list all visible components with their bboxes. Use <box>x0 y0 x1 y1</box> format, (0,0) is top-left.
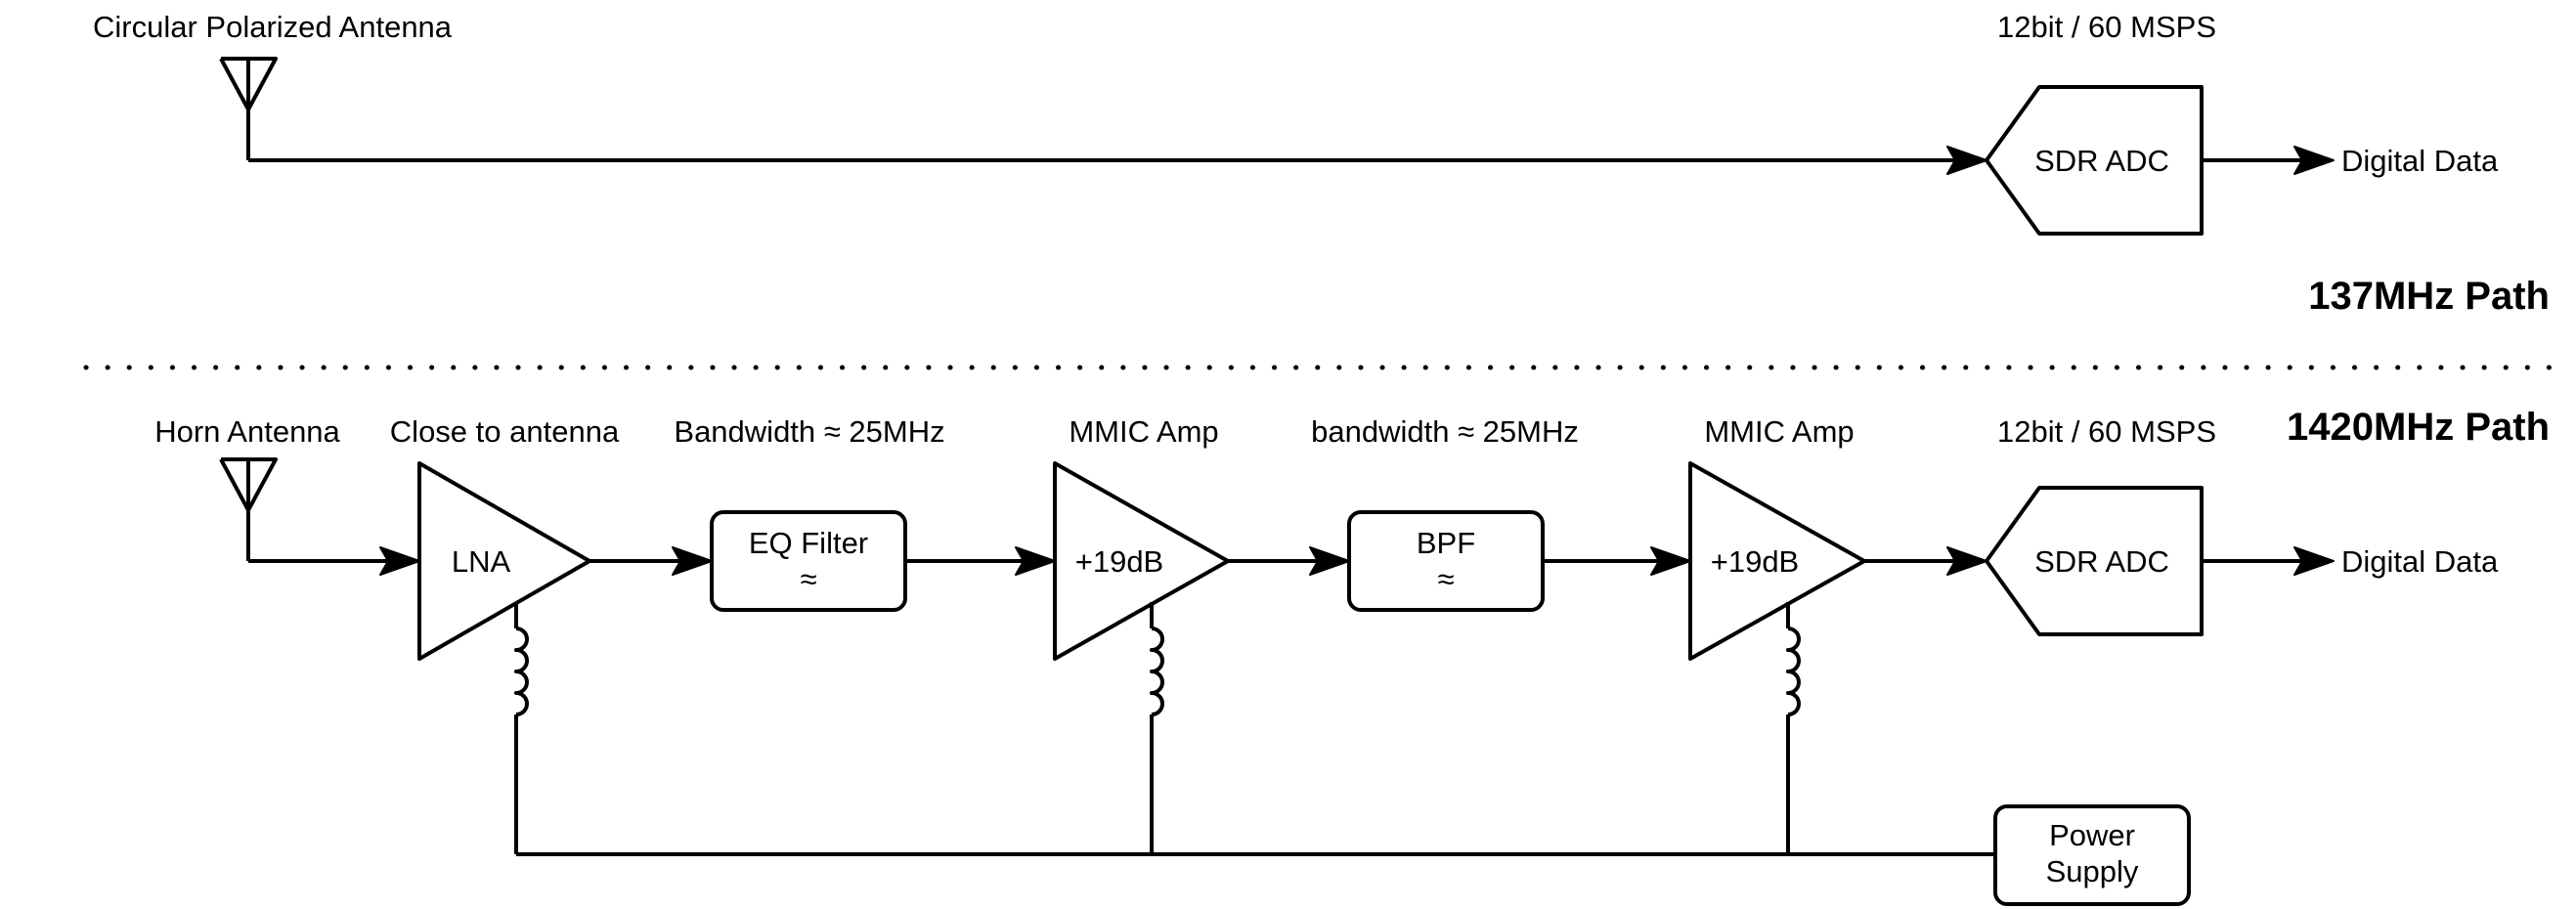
eq-filter-note: Bandwidth ≈ 25MHz <box>674 414 944 449</box>
path-137-output-label: Digital Data <box>2341 144 2499 178</box>
path-137-adc-label: SDR ADC <box>2034 144 2169 178</box>
eq-filter-label: EQ Filter <box>749 526 868 560</box>
path-137-arrowhead-output <box>2293 146 2335 175</box>
path-1420-adc-spec: 12bit / 60 MSPS <box>1997 414 2216 449</box>
lna-label: LNA <box>452 544 511 579</box>
path-137-antenna-label: Circular Polarized Antenna <box>93 10 453 44</box>
path-1420-adc-label: SDR ADC <box>2034 544 2169 579</box>
amp1-note: MMIC Amp <box>1069 414 1218 449</box>
arrowhead-lna <box>379 546 420 576</box>
path-137-title: 137MHz Path <box>2308 275 2550 318</box>
amp2-gain-label: +19dB <box>1711 544 1800 579</box>
path-1420-output-label: Digital Data <box>2341 544 2499 579</box>
path-137-adc-spec: 12bit / 60 MSPS <box>1997 10 2216 44</box>
eq-filter-symbol: ≈ <box>800 562 816 596</box>
arrowhead-amp1 <box>1015 546 1056 576</box>
power-supply-block <box>1993 804 2191 906</box>
path-137-antenna-icon <box>219 57 278 160</box>
amp2-note: MMIC Amp <box>1704 414 1854 449</box>
arrowhead-amp2 <box>1650 546 1691 576</box>
mmic-amp-1 <box>1053 461 1230 661</box>
path-1420-title: 1420MHz Path <box>2287 406 2550 449</box>
power-supply-label-line1: Power <box>2049 818 2135 852</box>
arrowhead-eq-filter <box>672 546 713 576</box>
mmic-amp-2 <box>1688 461 1866 661</box>
path-137-group: Circular Polarized Antenna 12bit / 60 MS… <box>93 10 2550 318</box>
inductor-amp1 <box>1150 602 1164 854</box>
amp1-gain-label: +19dB <box>1075 544 1164 579</box>
inductor-lna <box>514 602 529 854</box>
lna-amplifier <box>417 461 591 661</box>
bpf-symbol: ≈ <box>1437 562 1454 596</box>
bpf-note: bandwidth ≈ 25MHz <box>1311 414 1579 449</box>
arrowhead-adc <box>1946 546 1987 576</box>
inductor-amp2 <box>1786 602 1801 854</box>
path-1420-antenna-label: Horn Antenna <box>154 414 340 449</box>
path-1420-group: 1420MHz Path Horn Antenna Close to anten… <box>154 406 2550 906</box>
lna-note: Close to antenna <box>390 414 620 449</box>
bpf-label: BPF <box>1417 526 1475 560</box>
horn-antenna-icon <box>219 457 278 561</box>
path-137-arrowhead-adc <box>1946 146 1987 175</box>
path-1420-arrowhead-output <box>2293 546 2335 576</box>
arrowhead-bpf <box>1309 546 1350 576</box>
power-supply-label-line2: Supply <box>2046 854 2139 888</box>
